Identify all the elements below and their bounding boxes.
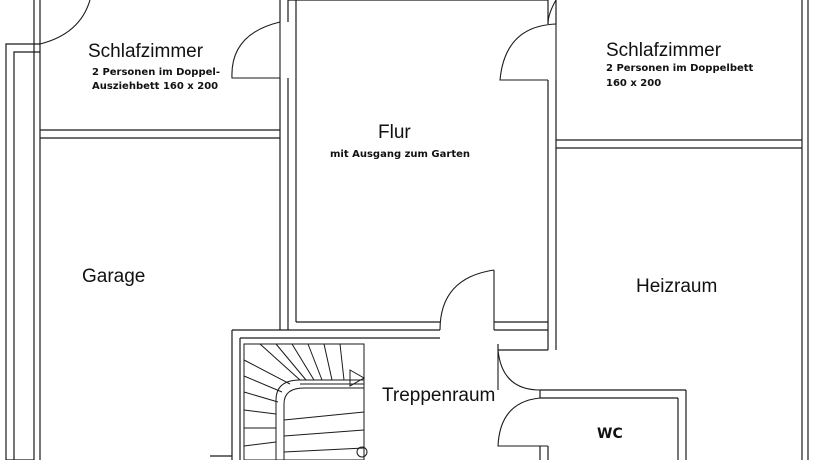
door-bedroom-right [499,23,557,81]
label-boiler-room: Heizraum [636,276,717,297]
note-bedroom-left-1: 2 Personen im Doppel- [92,67,220,78]
label-stairwell: Treppenraum [382,385,495,406]
room-labels: Schlafzimmer 2 Personen im Doppel- Auszi… [82,40,754,442]
label-bedroom-right: Schlafzimmer [606,40,722,61]
doors [39,0,557,447]
label-hallway: Flur [378,122,411,143]
walls [5,0,809,460]
door-bedroom-left [39,0,91,45]
door-wc [497,397,548,447]
door-boiler-room [497,349,541,391]
door-hall-stairs [439,269,495,331]
note-hallway: mit Ausgang zum Garten [330,149,470,160]
note-bedroom-left-2: Ausziehbett 160 x 200 [92,81,218,92]
note-bedroom-right-2: 160 x 200 [606,78,661,89]
note-bedroom-right-1: 2 Personen im Doppelbett [606,63,754,74]
label-wc: WC [597,426,623,442]
staircase [243,343,368,460]
label-bedroom-left: Schlafzimmer [88,41,204,62]
door-bedroom-left-hall [231,21,281,79]
label-garage: Garage [82,266,145,287]
